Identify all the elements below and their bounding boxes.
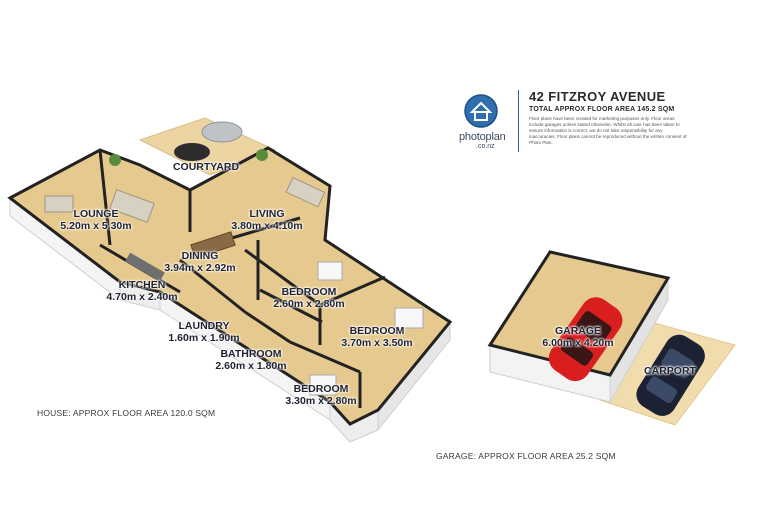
room-name: LIVING xyxy=(249,208,285,220)
interior-walls xyxy=(98,149,386,408)
room-dimensions: 6.00m x 4.20m xyxy=(542,337,614,349)
garage-area-note: GARAGE: APPROX FLOOR AREA 25.2 SQM xyxy=(436,451,616,461)
disclaimer-text: Floor plans have been created for market… xyxy=(529,116,687,145)
room-name: BEDROOM xyxy=(293,383,349,395)
room-dimensions: 2.60m x 2.80m xyxy=(273,298,345,310)
room-label-garage: GARAGE 6.00m x 4.20m xyxy=(542,325,613,349)
courtyard-umbrella xyxy=(201,121,243,143)
room-dimensions: 1.60m x 1.90m xyxy=(168,332,240,344)
room-name: BATHROOM xyxy=(220,348,282,360)
room-label-courtyard: COURTYARD xyxy=(173,161,239,173)
room-dimensions: 2.60m x 1.80m xyxy=(215,360,287,372)
room-dimensions: 3.80m x 4.10m xyxy=(231,220,303,232)
room-label-laundry: LAUNDRY 1.60m x 1.90m xyxy=(168,320,239,344)
courtyard-table xyxy=(174,143,210,161)
page-title: 42 FITZROY AVENUE xyxy=(529,89,666,104)
kitchen-counter xyxy=(125,252,165,282)
room-label-bedroom-1: BEDROOM 2.60m x 2.80m xyxy=(273,286,344,310)
house-area-note: HOUSE: APPROX FLOOR AREA 120.0 SQM xyxy=(37,408,216,418)
brand-logo xyxy=(455,93,507,153)
room-name: DINING xyxy=(181,250,219,262)
house-exterior-wall xyxy=(377,318,451,432)
room-dimensions: 3.70m x 3.50m xyxy=(341,337,413,349)
room-name: COURTYARD xyxy=(172,161,240,173)
room-name: BEDROOM xyxy=(349,325,405,337)
plant-icon xyxy=(109,154,121,166)
total-area: TOTAL APPROX FLOOR AREA 145.2 SQM xyxy=(529,106,675,113)
room-label-bedroom-2: BEDROOM 3.70m x 3.50m xyxy=(341,325,412,349)
room-label-lounge: LOUNGE 5.20m x 5.30m xyxy=(60,208,131,232)
room-name: LAUNDRY xyxy=(178,320,230,332)
room-name: LOUNGE xyxy=(73,208,119,220)
room-label-carport: CARPORT xyxy=(644,365,696,377)
house-floor xyxy=(7,146,453,426)
bed xyxy=(317,261,343,281)
room-label-dining: DINING 3.94m x 2.92m xyxy=(164,250,235,274)
house-logo-icon xyxy=(464,94,498,128)
room-name: GARAGE xyxy=(554,325,602,337)
lounge-sofa xyxy=(44,195,74,213)
red-car xyxy=(548,297,623,382)
living-sofa xyxy=(285,176,326,208)
title-divider xyxy=(518,90,519,152)
navy-car xyxy=(636,334,705,416)
room-dimensions: 4.70m x 2.40m xyxy=(106,291,178,303)
bed xyxy=(394,307,424,329)
lounge-sofa xyxy=(109,189,155,223)
room-dimensions: 3.30m x 2.80m xyxy=(285,395,357,407)
room-label-living: LIVING 3.80m x 4.10m xyxy=(231,208,302,232)
room-label-bathroom: BATHROOM 2.60m x 1.80m xyxy=(215,348,286,372)
brand-name: photoplan xyxy=(459,131,506,143)
plant-icon xyxy=(256,149,268,161)
dining-table xyxy=(190,231,236,259)
room-name: KITCHEN xyxy=(118,279,166,291)
room-name: BEDROOM xyxy=(281,286,337,298)
brand-domain: .co.nz xyxy=(476,143,495,150)
room-dimensions: 3.94m x 2.92m xyxy=(164,262,236,274)
room-label-bedroom-3: BEDROOM 3.30m x 2.80m xyxy=(285,383,356,407)
room-label-kitchen: KITCHEN 4.70m x 2.40m xyxy=(106,279,177,303)
bed xyxy=(309,374,337,396)
room-dimensions: 5.20m x 5.30m xyxy=(60,220,132,232)
room-name: CARPORT xyxy=(644,365,696,377)
